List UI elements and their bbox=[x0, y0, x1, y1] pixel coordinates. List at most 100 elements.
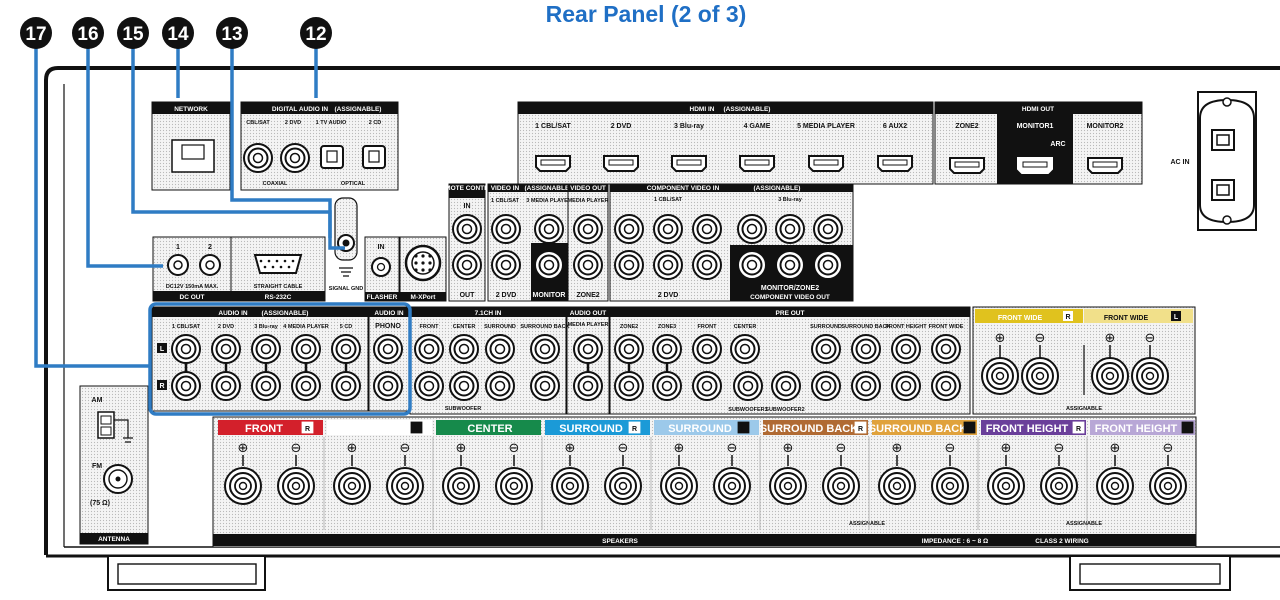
speaker-post-5-1[interactable] bbox=[822, 467, 860, 505]
speaker-post-3-0[interactable] bbox=[551, 467, 589, 505]
front-wide-post-0-0[interactable] bbox=[981, 357, 1019, 395]
video-out-zone2-jack[interactable] bbox=[573, 250, 603, 280]
speaker-post-1-0[interactable] bbox=[333, 467, 371, 505]
video-in-jack-2[interactable] bbox=[491, 250, 521, 280]
hdmi-in-port-4[interactable] bbox=[739, 155, 775, 172]
ch71-2-jack-bottom[interactable] bbox=[485, 371, 515, 401]
pre-out-0-jack-top[interactable] bbox=[614, 334, 644, 364]
hdmi-out-port-2[interactable] bbox=[1017, 157, 1053, 174]
speaker-post-0-1[interactable] bbox=[277, 467, 315, 505]
front-wide-post-0-1[interactable] bbox=[1021, 357, 1059, 395]
ac-inlet[interactable] bbox=[1197, 91, 1257, 231]
audio-in-3-l-jack[interactable] bbox=[251, 334, 281, 364]
phono-l-jack[interactable] bbox=[373, 334, 403, 364]
speaker-post-6-1[interactable] bbox=[931, 467, 969, 505]
phono-r-jack[interactable] bbox=[373, 371, 403, 401]
pre-out-1-jack-top[interactable] bbox=[652, 334, 682, 364]
front-wide-post-1-1[interactable] bbox=[1131, 357, 1169, 395]
audio-in-5-r-jack[interactable] bbox=[331, 371, 361, 401]
component-in-3-jack-2[interactable] bbox=[813, 214, 843, 244]
audio-in-3-r-jack[interactable] bbox=[251, 371, 281, 401]
pre-out-3-jack-top[interactable] bbox=[730, 334, 760, 364]
speaker-post-2-0[interactable] bbox=[442, 467, 480, 505]
ch71-0-jack-top[interactable] bbox=[414, 334, 444, 364]
pre-out-4-jack-top[interactable] bbox=[811, 334, 841, 364]
pre-out-6-jack-bottom[interactable] bbox=[891, 371, 921, 401]
hdmi-in-port-2[interactable] bbox=[603, 155, 639, 172]
coaxial-jack-1[interactable] bbox=[243, 143, 273, 173]
pre-out-2-jack-bottom[interactable] bbox=[692, 371, 722, 401]
pre-out-6-jack-top[interactable] bbox=[891, 334, 921, 364]
component-in-1-jack-1[interactable] bbox=[653, 214, 683, 244]
audio-in-2-r-jack[interactable] bbox=[211, 371, 241, 401]
speaker-post-4-0[interactable] bbox=[660, 467, 698, 505]
video-out-monitor-jack[interactable] bbox=[534, 250, 564, 280]
hdmi-in-port-1[interactable] bbox=[535, 155, 571, 172]
hdmi-out-port-1[interactable] bbox=[949, 157, 985, 174]
ch71-1-jack-top[interactable] bbox=[449, 334, 479, 364]
component-out-jack-1[interactable] bbox=[775, 250, 805, 280]
speaker-post-8-1[interactable] bbox=[1149, 467, 1187, 505]
component-in-1-jack-2[interactable] bbox=[692, 214, 722, 244]
speaker-post-4-1[interactable] bbox=[713, 467, 751, 505]
component-in-2-jack-2[interactable] bbox=[692, 250, 722, 280]
ch71-3-jack-top[interactable] bbox=[530, 334, 560, 364]
pre-out-5-jack-bottom[interactable] bbox=[851, 371, 881, 401]
video-in-header: VIDEO IN bbox=[491, 185, 520, 192]
subwoofer1-jack[interactable] bbox=[733, 371, 763, 401]
video-in-jack-1[interactable] bbox=[491, 214, 521, 244]
pre-out-0-jack-bottom[interactable] bbox=[614, 371, 644, 401]
ch71-2-jack-top[interactable] bbox=[485, 334, 515, 364]
speaker-post-0-0[interactable] bbox=[224, 467, 262, 505]
remote-in-jack[interactable] bbox=[452, 214, 482, 244]
optical-port-1[interactable] bbox=[320, 145, 344, 169]
audio-out-l-jack[interactable] bbox=[573, 334, 603, 364]
audio-in-5-l-jack[interactable] bbox=[331, 334, 361, 364]
pre-out-2-jack-top[interactable] bbox=[692, 334, 722, 364]
component-in-3-jack-1[interactable] bbox=[775, 214, 805, 244]
audio-in-4-l-jack[interactable] bbox=[291, 334, 321, 364]
remote-out-jack[interactable] bbox=[452, 250, 482, 280]
rs232c-port[interactable] bbox=[253, 254, 303, 274]
speaker-post-5-0[interactable] bbox=[769, 467, 807, 505]
hdmi-out-port-3[interactable] bbox=[1087, 157, 1123, 174]
component-out-jack-0[interactable] bbox=[737, 250, 767, 280]
component-in-2-jack-1[interactable] bbox=[653, 250, 683, 280]
coaxial-jack-2[interactable] bbox=[280, 143, 310, 173]
pre-out-5-jack-top[interactable] bbox=[851, 334, 881, 364]
subwoofer2-jack[interactable] bbox=[771, 371, 801, 401]
video-out-media-player-jack[interactable] bbox=[573, 214, 603, 244]
video-in-jack-3[interactable] bbox=[534, 214, 564, 244]
audio-in-4-r-jack[interactable] bbox=[291, 371, 321, 401]
speaker-post-1-1[interactable] bbox=[386, 467, 424, 505]
audio-in-1-r-jack[interactable] bbox=[171, 371, 201, 401]
ch71-3-jack-bottom[interactable] bbox=[530, 371, 560, 401]
am-terminal[interactable] bbox=[97, 411, 115, 439]
speaker-post-3-1[interactable] bbox=[604, 467, 642, 505]
speaker-post-8-0[interactable] bbox=[1096, 467, 1134, 505]
speaker-post-7-0[interactable] bbox=[987, 467, 1025, 505]
pre-out-7-jack-top[interactable] bbox=[931, 334, 961, 364]
hdmi-in-port-5[interactable] bbox=[808, 155, 844, 172]
pre-out-1-jack-bottom[interactable] bbox=[652, 371, 682, 401]
speaker-post-6-0[interactable] bbox=[878, 467, 916, 505]
component-out-jack-2[interactable] bbox=[813, 250, 843, 280]
component-in-2-jack-0[interactable] bbox=[614, 250, 644, 280]
pre-out-7-jack-bottom[interactable] bbox=[931, 371, 961, 401]
pre-out-4-jack-bottom[interactable] bbox=[811, 371, 841, 401]
hdmi-in-port-6[interactable] bbox=[877, 155, 913, 172]
component-in-3-jack-0[interactable] bbox=[737, 214, 767, 244]
component-in-1-jack-0[interactable] bbox=[614, 214, 644, 244]
ch71-1-jack-bottom[interactable] bbox=[449, 371, 479, 401]
audio-in-1-l-jack[interactable] bbox=[171, 334, 201, 364]
plus-icon: ⊕ bbox=[1001, 440, 1012, 455]
optical-port-2[interactable] bbox=[362, 145, 386, 169]
audio-in-2-l-jack[interactable] bbox=[211, 334, 241, 364]
ch71-0-jack-bottom[interactable] bbox=[414, 371, 444, 401]
speaker-post-7-1[interactable] bbox=[1040, 467, 1078, 505]
antenna-group: ANTENNA AM FM (75 Ω) bbox=[79, 385, 149, 545]
audio-out-r-jack[interactable] bbox=[573, 371, 603, 401]
speaker-post-2-1[interactable] bbox=[495, 467, 533, 505]
hdmi-in-port-3[interactable] bbox=[671, 155, 707, 172]
front-wide-post-1-0[interactable] bbox=[1091, 357, 1129, 395]
